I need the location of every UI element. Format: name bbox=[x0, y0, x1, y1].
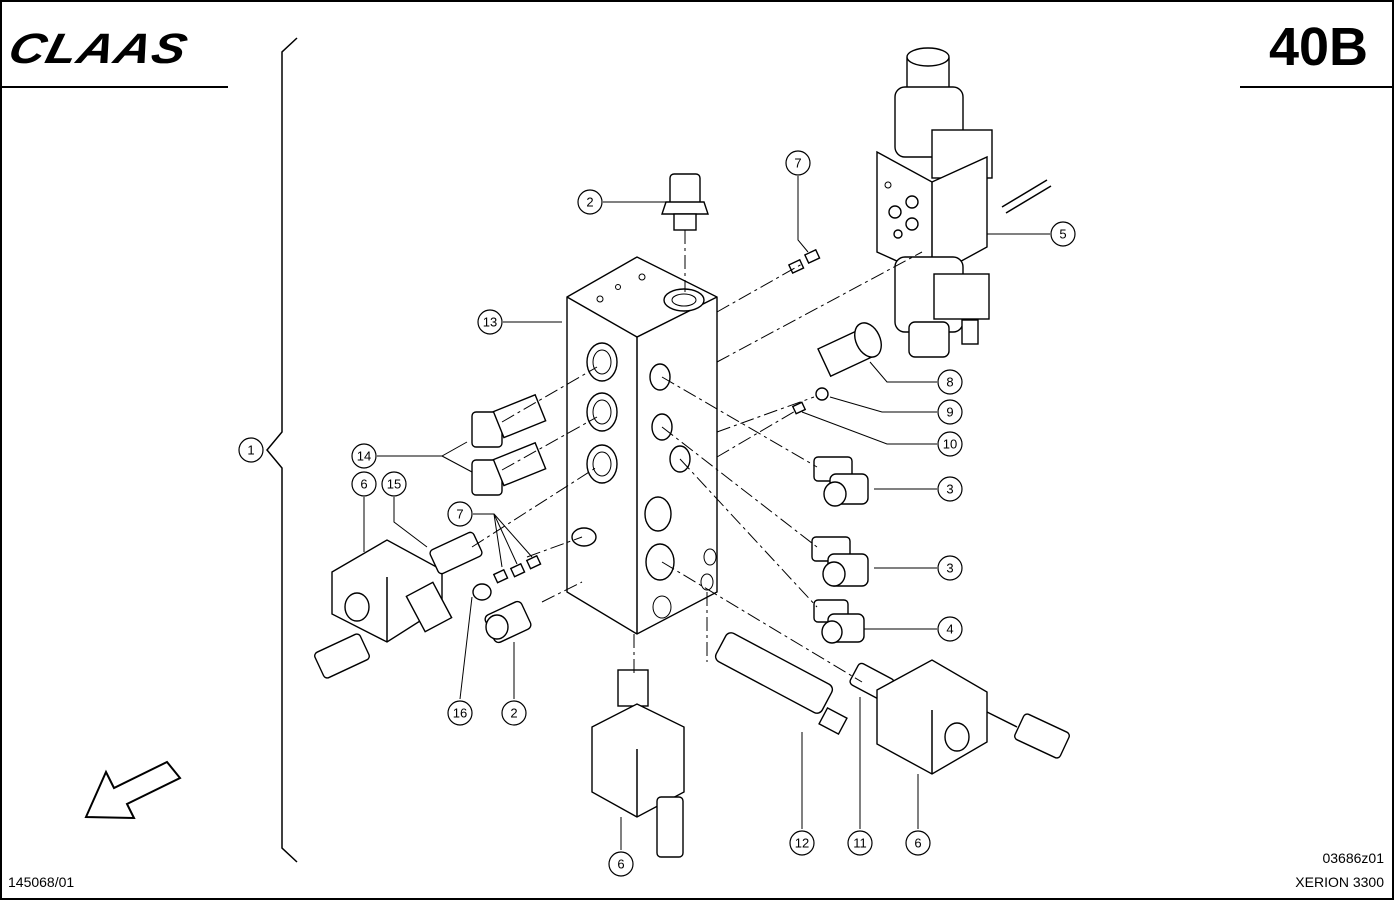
callout-6-bottom: 6 bbox=[608, 851, 634, 877]
callout-16: 16 bbox=[447, 700, 473, 726]
pressure-sensor bbox=[714, 632, 848, 736]
svg-text:11: 11 bbox=[853, 836, 867, 851]
plugs-left bbox=[472, 554, 542, 601]
header-rule-right bbox=[1240, 86, 1392, 88]
callout-14: 14 bbox=[351, 443, 377, 469]
svg-text:10: 10 bbox=[943, 437, 957, 452]
group-bracket bbox=[266, 37, 298, 863]
callout-5: 5 bbox=[1050, 221, 1076, 247]
callout-6-right: 6 bbox=[905, 830, 931, 856]
solenoid-coil-bottom bbox=[591, 669, 685, 858]
svg-text:7: 7 bbox=[794, 156, 801, 171]
svg-text:9: 9 bbox=[946, 405, 953, 420]
callout-13: 13 bbox=[477, 309, 503, 335]
svg-text:4: 4 bbox=[946, 622, 953, 637]
callout-11: 11 bbox=[847, 830, 873, 856]
cartridge-valves bbox=[471, 393, 547, 496]
callout-1: 1 bbox=[238, 437, 264, 463]
svg-text:1: 1 bbox=[247, 443, 254, 458]
svg-text:6: 6 bbox=[617, 857, 624, 872]
svg-text:5: 5 bbox=[1059, 227, 1066, 242]
callout-3-upper: 3 bbox=[937, 476, 963, 502]
svg-text:2: 2 bbox=[586, 195, 593, 210]
callout-7-top: 7 bbox=[785, 150, 811, 176]
solenoid-coil-right bbox=[849, 659, 1070, 775]
svg-text:13: 13 bbox=[483, 315, 497, 330]
machine-model: XERION 3300 bbox=[1295, 874, 1384, 890]
svg-text:12: 12 bbox=[795, 836, 809, 851]
side-fitting bbox=[484, 600, 532, 644]
svg-text:6: 6 bbox=[360, 477, 367, 492]
header-rule-left bbox=[2, 86, 228, 88]
top-fitting bbox=[661, 173, 709, 231]
callout-10: 10 bbox=[937, 431, 963, 457]
svg-text:2: 2 bbox=[510, 706, 517, 721]
svg-text:15: 15 bbox=[387, 477, 401, 492]
svg-text:6: 6 bbox=[914, 836, 921, 851]
leader-lines bbox=[363, 176, 1050, 850]
direction-arrow-icon bbox=[84, 760, 182, 820]
elbow-fittings bbox=[811, 456, 869, 644]
callout-3-lower: 3 bbox=[937, 555, 963, 581]
svg-text:8: 8 bbox=[946, 375, 953, 390]
callout-4: 4 bbox=[937, 616, 963, 642]
svg-text:3: 3 bbox=[946, 482, 953, 497]
callout-2-top: 2 bbox=[577, 189, 603, 215]
svg-text:7: 7 bbox=[456, 507, 463, 522]
callout-9: 9 bbox=[937, 399, 963, 425]
svg-text:3: 3 bbox=[946, 561, 953, 576]
drawing-reference: 03686z01 bbox=[1322, 850, 1384, 866]
svg-text:14: 14 bbox=[357, 449, 371, 464]
callout-15: 15 bbox=[381, 471, 407, 497]
sheet-code: 40B bbox=[1268, 17, 1368, 77]
valve-block bbox=[566, 256, 718, 635]
svg-text:16: 16 bbox=[453, 706, 467, 721]
callout-2-bottom: 2 bbox=[501, 700, 527, 726]
callout-6-left: 6 bbox=[351, 471, 377, 497]
callout-12: 12 bbox=[789, 830, 815, 856]
pressure-switch bbox=[791, 322, 882, 415]
plugs-top bbox=[787, 248, 821, 274]
callout-8: 8 bbox=[937, 369, 963, 395]
document-number: 145068/01 bbox=[8, 874, 75, 890]
solenoid-coil-left bbox=[314, 531, 483, 679]
directional-valve bbox=[876, 47, 1052, 358]
assembly-center-lines bbox=[471, 230, 923, 683]
callout-7-left: 7 bbox=[447, 501, 473, 527]
